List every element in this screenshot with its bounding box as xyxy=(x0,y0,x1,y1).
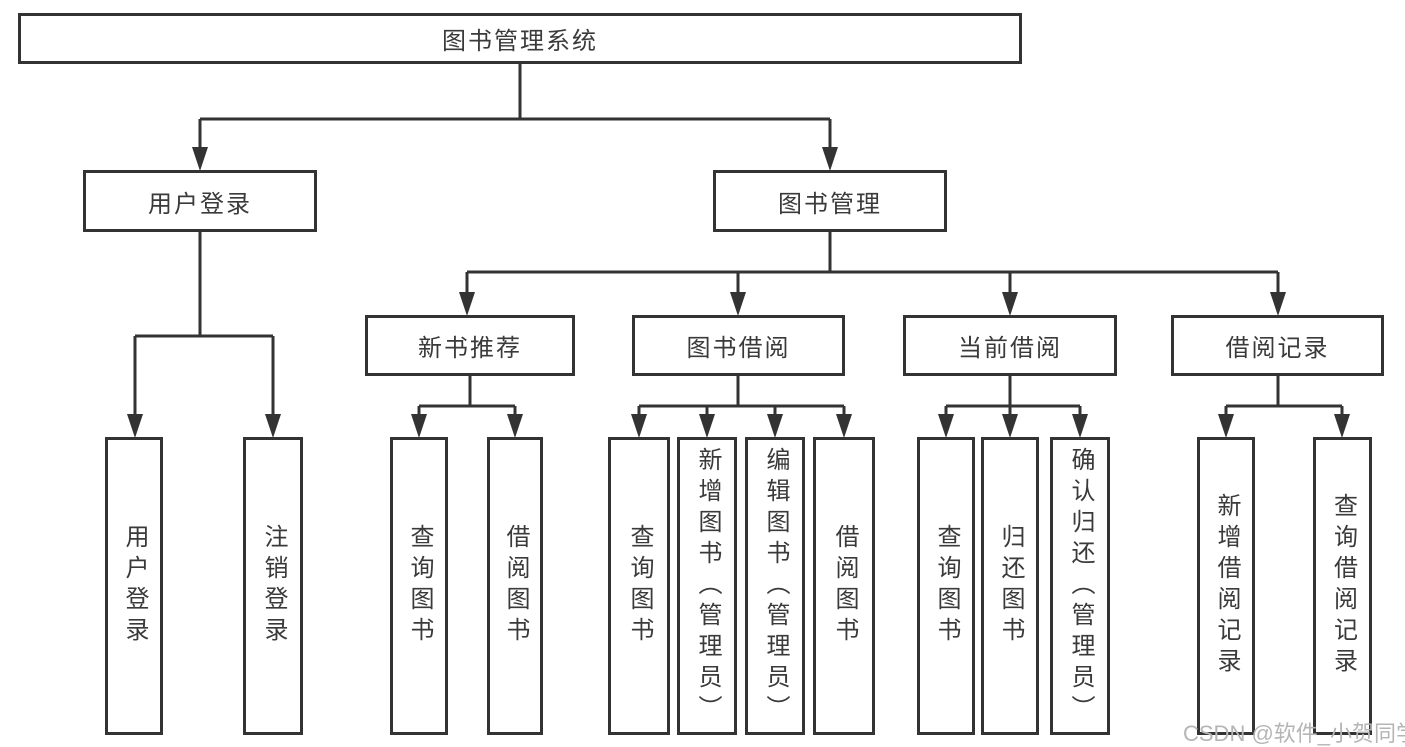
leaf-query-borrowing-record: 查询借阅记录 xyxy=(1313,437,1372,735)
node-label: 注销登录 xyxy=(260,524,287,648)
node-label: 借阅图书 xyxy=(502,524,529,648)
node-user-login: 用户登录 xyxy=(83,170,317,232)
leaf-confirm-return-admin: 确认归还（管理员） xyxy=(1050,437,1110,735)
arrowheads xyxy=(127,147,1350,438)
node-label: 查询图书 xyxy=(406,524,433,648)
leaf-borrow-books-recommend: 借阅图书 xyxy=(487,437,543,735)
node-label: 用户登录 xyxy=(148,190,252,218)
leaf-logout: 注销登录 xyxy=(243,437,303,735)
node-borrowing-records: 借阅记录 xyxy=(1171,315,1384,376)
leaf-add-borrowing-record: 新增借阅记录 xyxy=(1197,437,1255,735)
node-book-management: 图书管理 xyxy=(713,170,947,232)
node-label: 查询图书 xyxy=(626,524,653,648)
csdn-watermark: CSDN @软件_小贺同学 xyxy=(1183,721,1405,746)
node-label: 用户登录 xyxy=(121,524,148,648)
node-label: 图书管理 xyxy=(778,190,882,218)
leaf-query-books-current: 查询图书 xyxy=(917,437,975,735)
node-new-book-recommendation: 新书推荐 xyxy=(365,315,575,376)
leaf-query-books-recommend: 查询图书 xyxy=(390,437,448,735)
node-label: 借阅图书 xyxy=(831,524,858,648)
node-label: 当前借阅 xyxy=(958,335,1062,362)
node-label: 确认归还（管理员） xyxy=(1067,446,1094,726)
node-label: 借阅记录 xyxy=(1225,335,1330,362)
node-current-borrowing: 当前借阅 xyxy=(903,315,1117,376)
node-label: 新增借阅记录 xyxy=(1213,493,1240,679)
node-label: 查询借阅记录 xyxy=(1329,493,1357,679)
node-label: 图书管理系统 xyxy=(442,28,598,55)
leaf-add-books-admin: 新增图书（管理员） xyxy=(677,437,737,735)
node-book-borrowing: 图书借阅 xyxy=(632,315,845,376)
leaf-query-books-borrowing: 查询图书 xyxy=(608,437,670,735)
node-label: 编辑图书（管理员） xyxy=(762,446,789,726)
node-label: 查询图书 xyxy=(933,524,960,648)
node-library-management-system: 图书管理系统 xyxy=(18,13,1022,64)
node-label: 归还图书 xyxy=(997,524,1024,648)
leaf-return-books: 归还图书 xyxy=(981,437,1039,735)
leaf-borrow-books: 借阅图书 xyxy=(813,437,875,735)
node-label: 图书借阅 xyxy=(686,335,791,362)
node-label: 新增图书（管理员） xyxy=(694,446,721,726)
leaf-user-login: 用户登录 xyxy=(105,437,163,735)
node-label: 新书推荐 xyxy=(418,335,522,362)
leaf-edit-books-admin: 编辑图书（管理员） xyxy=(745,437,805,735)
